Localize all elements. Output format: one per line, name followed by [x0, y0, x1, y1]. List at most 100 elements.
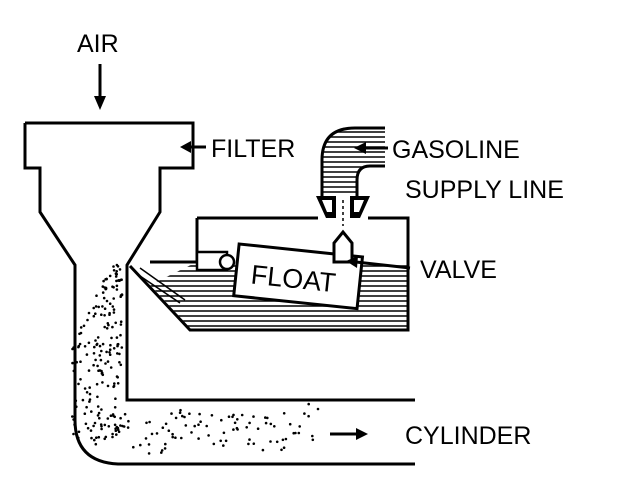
fuel-droplet	[73, 423, 76, 426]
fuel-droplet	[105, 299, 109, 303]
fuel-droplet	[107, 323, 110, 327]
fuel-droplet	[155, 432, 159, 435]
fuel-droplet	[95, 382, 99, 386]
valve-label: VALVE	[420, 256, 497, 284]
fuel-droplet	[98, 416, 101, 420]
fuel-droplet	[94, 442, 98, 446]
fuel-droplet	[119, 424, 122, 427]
fuel-droplet	[88, 392, 92, 396]
fuel-droplet	[103, 437, 106, 441]
fuel-droplet	[114, 321, 117, 325]
fuel-droplet	[252, 442, 256, 446]
fuel-droplet	[261, 448, 265, 452]
fuel-droplet	[109, 366, 113, 369]
fuel-droplet	[119, 323, 123, 326]
fuel-droplet	[269, 422, 273, 426]
fuel-droplet	[71, 347, 74, 351]
fuel-droplet	[197, 423, 200, 427]
gasoline-arrow-icon	[354, 142, 388, 154]
fuel-droplet	[81, 398, 85, 402]
fuel-droplet	[127, 419, 130, 423]
fuel-droplet	[264, 416, 267, 419]
fuel-droplet	[106, 384, 110, 388]
fuel-droplet	[84, 422, 88, 426]
fuel-droplet	[207, 434, 210, 437]
fuel-droplet	[101, 342, 105, 346]
fuel-droplet	[72, 418, 75, 421]
fuel-droplet	[292, 431, 296, 435]
fuel-droplet	[88, 386, 91, 389]
fuel-droplet	[105, 350, 108, 354]
fuel-droplet	[311, 438, 315, 442]
fuel-droplet	[252, 415, 255, 418]
fuel-droplet	[83, 387, 87, 390]
fuel-droplet	[103, 314, 106, 317]
fuel-droplet	[94, 305, 98, 308]
fuel-droplet	[108, 274, 112, 278]
fuel-droplet	[115, 263, 119, 267]
fuel-droplet	[103, 325, 106, 329]
fuel-droplet	[100, 408, 103, 411]
fuel-droplet	[115, 272, 118, 276]
filter-arrow-icon	[180, 141, 206, 153]
fuel-droplet	[179, 408, 182, 412]
valve-seat	[316, 196, 370, 218]
fuel-droplet	[106, 417, 110, 420]
fuel-droplet	[112, 414, 115, 418]
fuel-droplet	[269, 440, 272, 443]
fuel-droplet	[147, 452, 151, 455]
gasoline-hatching	[322, 131, 385, 193]
fuel-droplet	[92, 314, 96, 318]
fuel-droplet	[111, 435, 114, 439]
fuel-droplet	[102, 279, 105, 283]
fuel-droplet	[108, 313, 111, 317]
fuel-droplet	[92, 306, 95, 310]
fuel-droplet	[114, 397, 117, 401]
fuel-droplet	[298, 425, 302, 428]
fuel-droplet	[98, 354, 102, 357]
fuel-droplet	[89, 429, 93, 432]
fuel-droplet	[114, 427, 117, 431]
fuel-droplet	[115, 288, 119, 291]
fuel-droplet	[160, 451, 163, 454]
fuel-droplet	[150, 432, 154, 436]
fuel-droplet	[282, 446, 286, 450]
fuel-droplet	[77, 344, 81, 348]
fuel-droplet	[79, 378, 82, 381]
fuel-droplet	[105, 277, 108, 281]
fuel-spray	[71, 263, 320, 455]
fuel-droplet	[77, 430, 81, 434]
fuel-droplet	[74, 399, 78, 403]
fuel-droplet	[106, 360, 110, 363]
fuel-droplet	[108, 351, 111, 354]
fuel-droplet	[94, 312, 97, 316]
fuel-droplet	[123, 412, 127, 416]
fuel-droplet	[100, 425, 103, 428]
fuel-droplet	[107, 425, 111, 428]
fuel-droplet	[85, 391, 89, 394]
fuel-droplet	[184, 424, 188, 427]
needle-valve	[332, 200, 354, 264]
fuel-droplet	[303, 412, 306, 415]
fuel-droplet	[174, 416, 178, 420]
fuel-droplet	[90, 410, 93, 413]
fuel-droplet	[75, 405, 78, 409]
fuel-droplet	[245, 426, 248, 429]
fuel-droplet	[112, 385, 115, 389]
fuel-droplet	[112, 265, 115, 268]
fuel-droplet	[86, 426, 90, 430]
fuel-droplet	[115, 284, 119, 288]
fuel-droplet	[113, 406, 117, 409]
fuel-droplet	[275, 440, 279, 444]
fuel-droplet	[108, 302, 112, 306]
fuel-droplet	[116, 352, 119, 355]
fuel-droplet	[105, 327, 109, 330]
fuel-droplet	[284, 437, 288, 441]
fuel-droplet	[116, 428, 120, 432]
fuel-droplet	[307, 414, 310, 418]
fuel-droplet	[160, 449, 164, 452]
fuel-droplet	[101, 381, 104, 384]
fuel-droplet	[178, 411, 182, 415]
fuel-droplet	[97, 435, 101, 439]
